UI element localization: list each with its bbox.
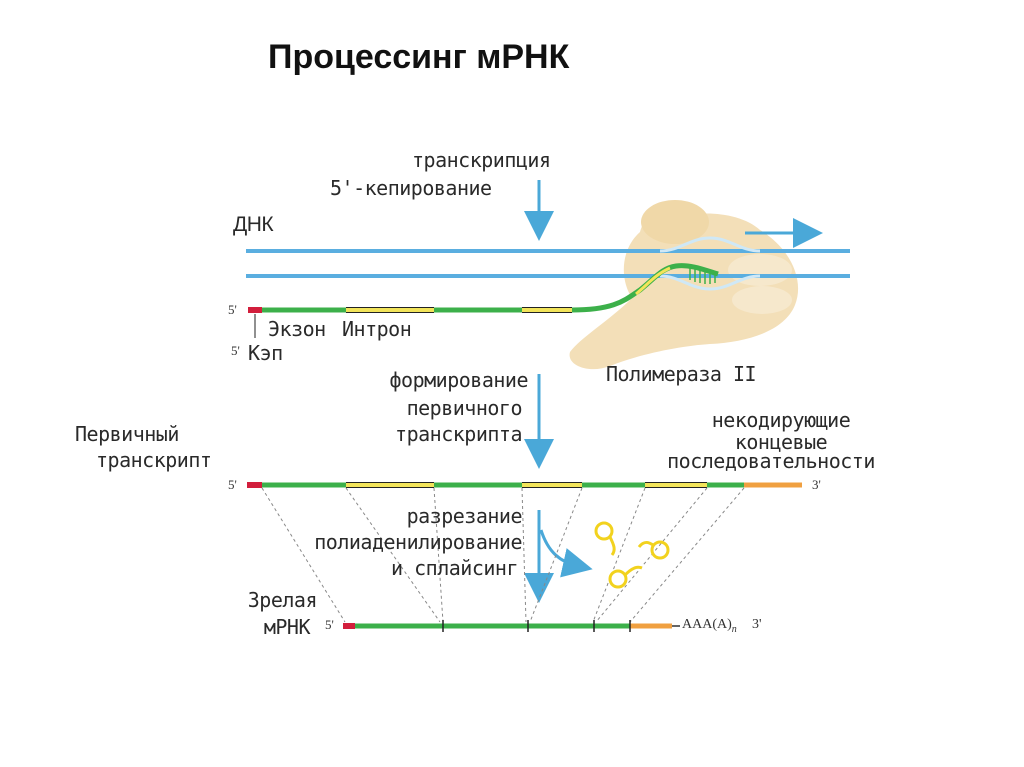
label-noncoding-2: концевые bbox=[734, 430, 828, 454]
mature-mrna bbox=[343, 620, 680, 632]
primary-transcript bbox=[247, 482, 802, 488]
polya-tail: AAA(A)n bbox=[682, 617, 737, 635]
label-cut-1: разрезание bbox=[406, 504, 523, 528]
dna-bubble-top bbox=[659, 236, 761, 253]
label-intron: Интрон bbox=[342, 317, 412, 341]
polymerase-lobe-low bbox=[732, 286, 792, 314]
three-prime-mature: 3' bbox=[752, 617, 762, 632]
polymerase-lobe-top bbox=[641, 200, 709, 244]
five-prime-primary: 5' bbox=[228, 477, 237, 492]
label-cut-3: и сплайсинг bbox=[391, 556, 518, 580]
label-cut-2: полиаденилирование bbox=[314, 530, 522, 554]
label-noncoding-3: последовательности bbox=[667, 449, 875, 473]
arrow-intron-removal bbox=[539, 529, 593, 578]
label-mature-2: мРНК bbox=[263, 615, 311, 639]
polymerase-ii bbox=[569, 200, 799, 370]
five-prime-mature: 5' bbox=[325, 617, 334, 632]
five-prime-nascent: 5' bbox=[228, 302, 237, 317]
mapping-lines bbox=[261, 487, 745, 623]
label-exon: Экзон bbox=[268, 317, 326, 341]
dna-strands bbox=[246, 236, 850, 291]
label-formation-1: формирование bbox=[389, 368, 529, 392]
page-title: Процессинг мРНК bbox=[268, 38, 570, 76]
label-primary-2: транскрипт bbox=[96, 448, 212, 472]
excised-introns bbox=[594, 521, 670, 589]
label-mature-1: Зрелая bbox=[247, 588, 318, 612]
polya-label: AAA(A) bbox=[682, 617, 732, 632]
five-prime-cap: 5' bbox=[231, 343, 240, 358]
label-formation-2: первичного bbox=[406, 396, 523, 420]
label-transcription: транскрипция bbox=[412, 148, 551, 172]
three-prime-primary: 3' bbox=[812, 477, 821, 492]
lariat-3 bbox=[608, 565, 643, 589]
nascent-intron-inside bbox=[635, 266, 671, 296]
lariat-2 bbox=[637, 540, 670, 560]
label-formation-3: транскрипта bbox=[395, 422, 522, 446]
label-primary-1: Первичный bbox=[75, 422, 179, 446]
nascent-rna bbox=[248, 263, 719, 313]
label-cap: Кэп bbox=[248, 341, 283, 365]
lariat-1 bbox=[594, 521, 616, 556]
label-capping: 5'-кепирование bbox=[330, 176, 492, 200]
label-dna: ДНК bbox=[233, 213, 274, 236]
label-polymerase: Полимераза II bbox=[606, 362, 757, 386]
polya-subscript: n bbox=[731, 623, 737, 635]
dna-bubble-bottom bbox=[659, 274, 761, 291]
label-noncoding-1: некодирующие bbox=[711, 408, 851, 432]
base-pair-ticks bbox=[689, 268, 716, 284]
